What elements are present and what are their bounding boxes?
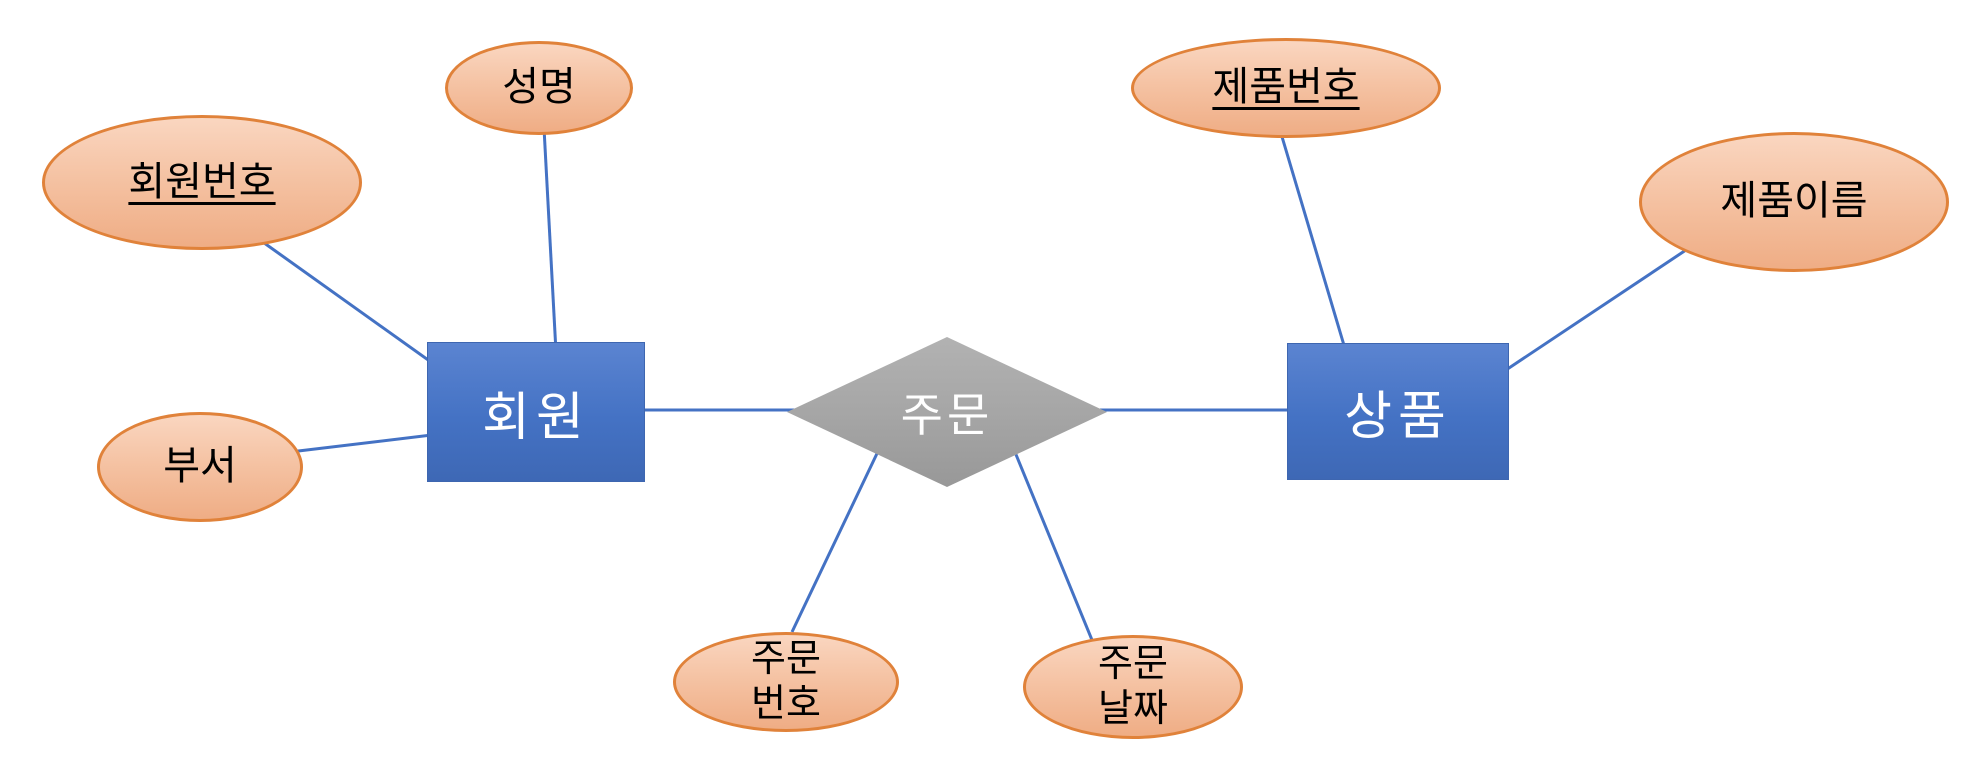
attribute-member-no: 회원번호 (42, 115, 362, 250)
entity-member: 회원 (427, 342, 645, 482)
edge-order-to-order-date (1006, 434, 1094, 641)
attribute-member-dept-label: 부서 (163, 444, 237, 489)
attribute-member-no-label: 회원번호 (128, 159, 276, 204)
attribute-member-name: 성명 (445, 41, 633, 135)
attribute-order-no: 주문 번호 (673, 632, 899, 732)
attribute-product-name: 제품이름 (1639, 132, 1949, 272)
entity-member-label: 회원 (482, 388, 590, 447)
edge-product-name-to-product (1502, 244, 1693, 374)
edge-member-dept-to-member (289, 432, 441, 454)
attribute-order-no-label: 주문 번호 (751, 638, 821, 725)
attribute-product-no-label: 제품번호 (1212, 65, 1360, 110)
attribute-product-name-label: 제품이름 (1720, 179, 1868, 224)
entity-product-label: 상품 (1344, 388, 1452, 446)
attribute-order-date: 주문 날짜 (1023, 635, 1243, 739)
entity-product: 상품 (1287, 343, 1509, 480)
attribute-member-dept: 부서 (97, 412, 303, 522)
attribute-product-no: 제품번호 (1131, 38, 1441, 138)
attribute-order-date-label: 주문 날짜 (1098, 643, 1168, 730)
edge-order-to-order-no (790, 442, 884, 633)
edge-member-name-to-member (542, 127, 558, 353)
relationship-order-label: 주문 (900, 389, 994, 441)
edge-member-no-to-member (259, 238, 446, 374)
attribute-member-name-label: 성명 (502, 65, 576, 110)
edge-product-no-to-product (1278, 129, 1348, 353)
